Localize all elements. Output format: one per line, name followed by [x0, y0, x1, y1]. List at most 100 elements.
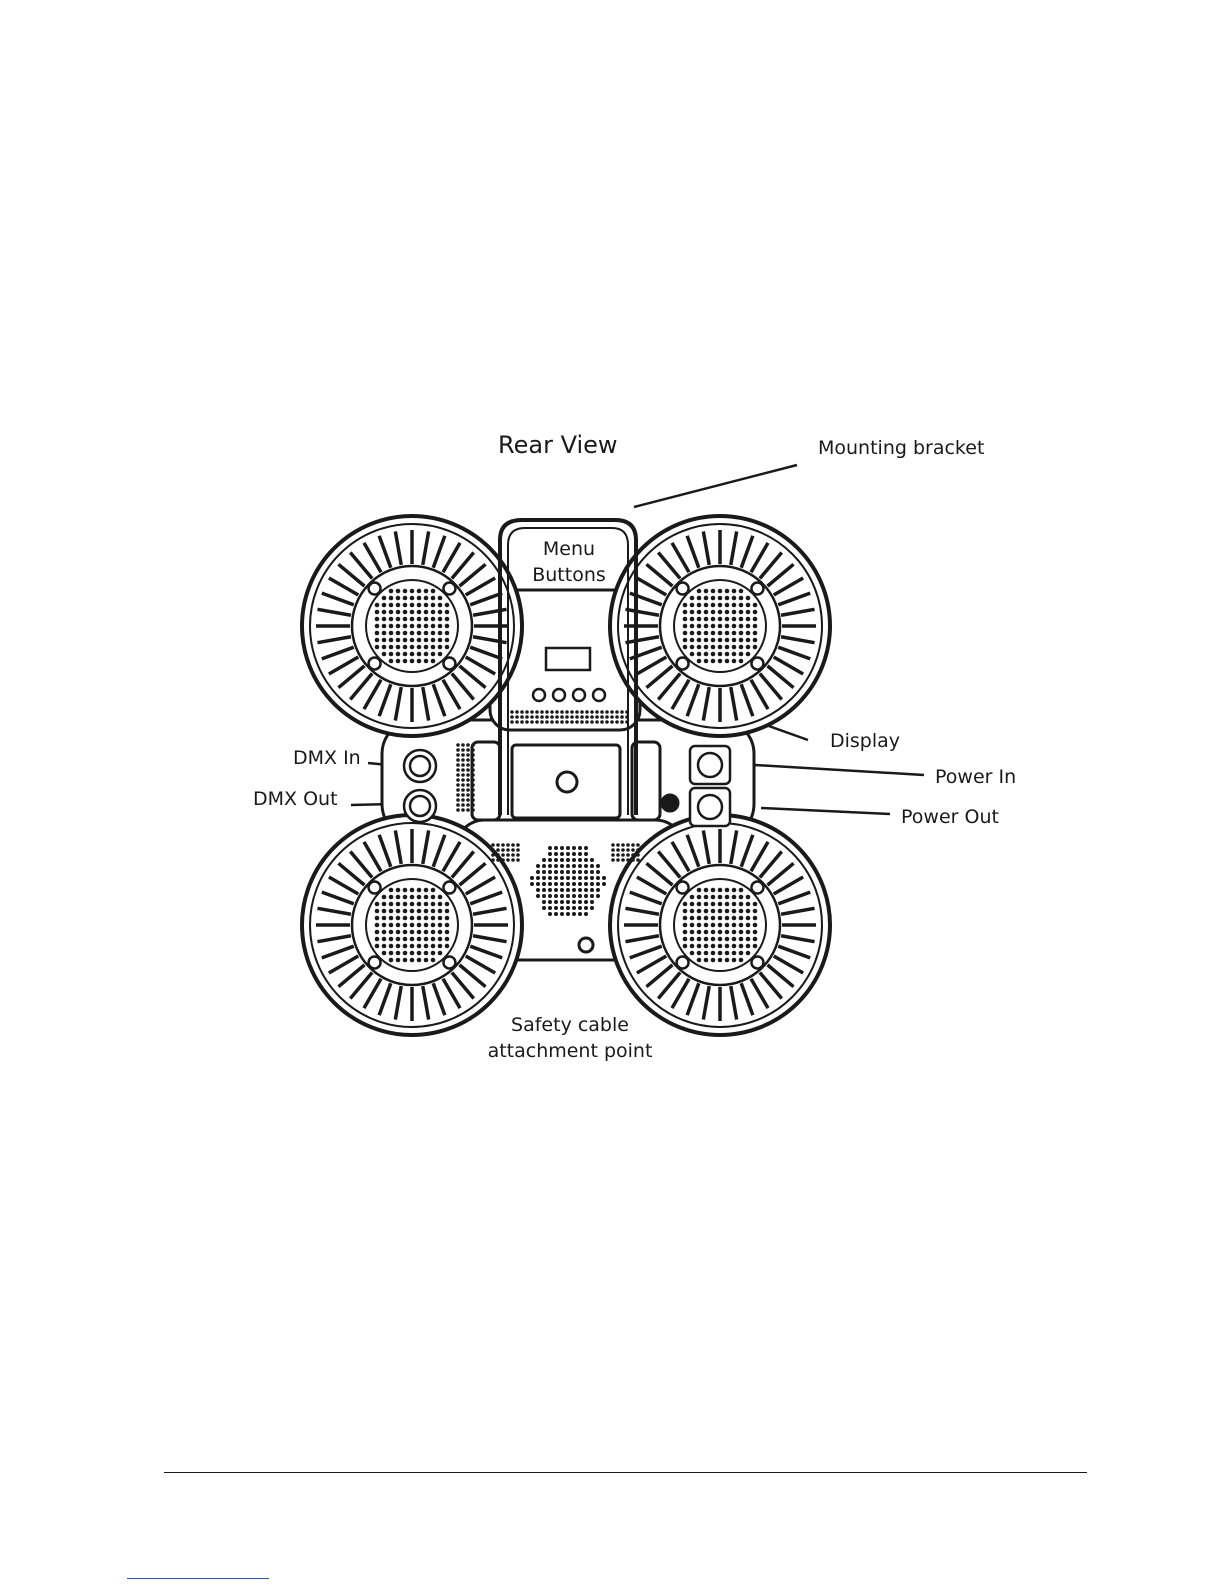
mesh-dot — [725, 902, 730, 907]
mesh-dot — [732, 888, 737, 893]
mesh-dot — [697, 589, 702, 594]
label-power-in: Power In — [935, 764, 1016, 790]
mesh-dot — [711, 937, 716, 942]
mesh-dot — [438, 603, 443, 608]
safety-cable-point — [579, 938, 593, 952]
mesh-dot — [697, 902, 702, 907]
mesh-dot — [732, 895, 737, 900]
mesh-dot — [697, 638, 702, 643]
mesh-dot — [389, 944, 394, 949]
mesh-dot — [732, 603, 737, 608]
mesh-dot — [424, 916, 429, 921]
mesh-dot — [438, 902, 443, 907]
mesh-dot — [431, 909, 436, 914]
mesh-dot — [396, 902, 401, 907]
lock-knob — [662, 795, 678, 811]
mesh-dot — [725, 603, 730, 608]
mesh-dot — [396, 888, 401, 893]
mesh-dot — [718, 958, 723, 963]
mesh-dot — [746, 638, 751, 643]
mesh-dot — [711, 923, 716, 928]
mesh-dot — [697, 617, 702, 622]
mesh-dot — [389, 902, 394, 907]
mesh-dot — [424, 659, 429, 664]
mesh-dot — [697, 923, 702, 928]
mesh-dot — [718, 895, 723, 900]
mesh-dot — [725, 624, 730, 629]
mesh-dot — [410, 610, 415, 615]
mesh-dot — [403, 624, 408, 629]
mesh-dot — [417, 603, 422, 608]
mesh-dot — [389, 659, 394, 664]
mesh-dot — [697, 944, 702, 949]
mesh-dot — [382, 617, 387, 622]
mesh-dot — [431, 603, 436, 608]
mesh-dot — [410, 902, 415, 907]
mesh-dot — [389, 610, 394, 615]
mesh-dot — [732, 638, 737, 643]
menu-button-4 — [593, 689, 605, 701]
mesh-dot — [697, 610, 702, 615]
mesh-dot — [697, 895, 702, 900]
mesh-dot — [375, 624, 380, 629]
mesh-dot — [382, 603, 387, 608]
mesh-dot — [403, 617, 408, 622]
mesh-dot — [431, 652, 436, 657]
mesh-dot — [746, 909, 751, 914]
mesh-dot — [704, 652, 709, 657]
mesh-dot — [725, 958, 730, 963]
mesh-dot — [690, 923, 695, 928]
mesh-dot — [725, 951, 730, 956]
mesh-dot — [382, 631, 387, 636]
mesh-dot — [711, 645, 716, 650]
mesh-dot — [431, 638, 436, 643]
mesh-dot — [690, 652, 695, 657]
mesh-dot — [431, 923, 436, 928]
yoke-knob — [557, 772, 577, 792]
mesh-dot — [718, 902, 723, 907]
mesh-dot — [725, 631, 730, 636]
mesh-dot — [732, 923, 737, 928]
mesh-dot — [375, 902, 380, 907]
mesh-dot — [739, 916, 744, 921]
mesh-dot — [438, 909, 443, 914]
mesh-dot — [753, 631, 758, 636]
left-hinge — [472, 742, 500, 820]
mesh-dot — [417, 589, 422, 594]
mesh-dot — [753, 645, 758, 650]
mesh-dot — [396, 944, 401, 949]
mesh-dot — [711, 659, 716, 664]
mesh-dot — [417, 645, 422, 650]
mesh-dot — [718, 659, 723, 664]
mesh-dot — [375, 916, 380, 921]
mesh-dot — [431, 951, 436, 956]
mesh-dot — [431, 610, 436, 615]
mesh-dot — [410, 909, 415, 914]
mesh-dot — [396, 624, 401, 629]
mesh-dot — [725, 659, 730, 664]
mesh-dot — [683, 902, 688, 907]
mesh-dot — [375, 937, 380, 942]
mesh-dot — [746, 902, 751, 907]
mesh-dot — [697, 645, 702, 650]
mesh-dot — [746, 603, 751, 608]
mesh-dot — [746, 930, 751, 935]
mesh-dot — [424, 624, 429, 629]
mesh-dot — [396, 958, 401, 963]
mesh-dot — [690, 603, 695, 608]
mesh-dot — [718, 638, 723, 643]
mesh-dot — [438, 638, 443, 643]
mesh-dot — [711, 652, 716, 657]
mesh-dot — [718, 888, 723, 893]
mesh-dot — [683, 923, 688, 928]
mesh-dot — [417, 610, 422, 615]
mesh-dot — [438, 930, 443, 935]
mesh-dot — [396, 603, 401, 608]
mesh-dot — [410, 638, 415, 643]
mesh-dot — [732, 937, 737, 942]
footer-link-underline — [127, 1578, 269, 1579]
mesh-dot — [732, 631, 737, 636]
mesh-dot — [753, 624, 758, 629]
mesh-dot — [396, 951, 401, 956]
